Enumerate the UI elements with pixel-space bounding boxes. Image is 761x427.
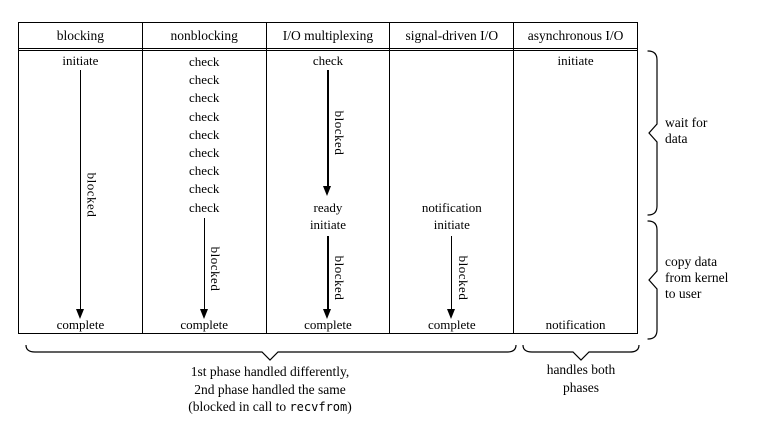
wait-for-data-label: wait for data	[665, 115, 708, 146]
column-header-io-multiplexing: I/O multiplexing	[266, 23, 390, 51]
check-label: check	[189, 90, 220, 106]
handles-both-caption: handles both phases	[546, 362, 616, 395]
down-arrow-icon	[323, 309, 332, 319]
column-io-multiplexing: I/O multiplexing check blocked ready ini…	[266, 23, 391, 333]
initiate-label: initiate	[309, 217, 347, 232]
check-label: check	[189, 181, 220, 197]
column-blocking: blocking initiate blocked complete	[19, 23, 143, 333]
arrow-shaft	[327, 70, 329, 188]
check-label: check	[189, 72, 220, 88]
copy-data-brace	[647, 220, 658, 340]
column-header-blocking: blocking	[19, 23, 142, 51]
blocked-label: blocked	[208, 246, 224, 291]
arrow-shaft	[79, 70, 82, 311]
handles-both-brace	[522, 345, 640, 361]
check-label: check	[189, 145, 220, 161]
copy-data-label: copy data from kernel to user	[665, 254, 729, 301]
column-nonblocking: nonblocking check check check check chec…	[142, 23, 267, 333]
initiate-label: initiate	[433, 217, 470, 232]
ready-label: ready	[313, 200, 343, 215]
down-arrow-icon	[447, 309, 456, 319]
arrow-shaft	[451, 236, 453, 311]
column-asynchronous: asynchronous I/O initiate notification	[514, 23, 637, 333]
complete-label: complete	[56, 317, 105, 332]
wait-for-data-brace	[647, 50, 658, 216]
blocked-label: blocked	[331, 110, 347, 156]
check-label: check	[312, 53, 344, 68]
check-label: check	[189, 163, 220, 179]
recvfrom-code: recvfrom	[289, 400, 348, 414]
arrow-shaft	[203, 218, 205, 311]
notification-label: notification	[421, 200, 482, 215]
blocked-label: blocked	[331, 255, 347, 300]
down-arrow-icon	[75, 309, 84, 319]
check-label: check	[189, 108, 220, 124]
column-body-signal-driven: notification initiate blocked complete	[390, 51, 513, 333]
check-label: check	[189, 126, 220, 142]
notification-label: notification	[545, 317, 606, 332]
down-arrow-icon	[199, 309, 208, 319]
column-body-asynchronous: initiate notification	[514, 51, 637, 333]
column-body-blocking: initiate blocked complete	[19, 51, 142, 333]
down-arrow-icon	[323, 186, 332, 196]
check-label: check	[189, 54, 220, 69]
blocked-label: blocked	[84, 172, 100, 217]
column-body-io-multiplexing: check blocked ready initiate blocked com…	[267, 51, 390, 333]
column-header-nonblocking: nonblocking	[142, 23, 266, 51]
complete-label: complete	[427, 317, 476, 332]
first-phase-caption: 1st phase handled differently, 2nd phase…	[120, 363, 420, 417]
complete-label: complete	[304, 317, 352, 332]
first-phase-brace	[25, 345, 517, 361]
blocked-label: blocked	[455, 255, 471, 300]
blocked-call-line: (blocked in call to recvfrom)	[188, 399, 352, 414]
initiate-label: initiate	[62, 53, 99, 68]
initiate-label: initiate	[557, 53, 594, 68]
check-label: check	[189, 199, 220, 215]
column-header-asynchronous: asynchronous I/O	[514, 23, 637, 51]
complete-label: complete	[180, 317, 229, 332]
column-body-nonblocking: check check check check check check chec…	[143, 51, 266, 333]
column-signal-driven: signal-driven I/O notification initiate …	[390, 23, 515, 333]
column-header-signal-driven: signal-driven I/O	[390, 23, 514, 51]
arrow-shaft	[327, 236, 329, 311]
check-list: check check check check check check chec…	[143, 53, 266, 217]
io-models-table: blocking initiate blocked complete nonbl…	[18, 22, 638, 334]
